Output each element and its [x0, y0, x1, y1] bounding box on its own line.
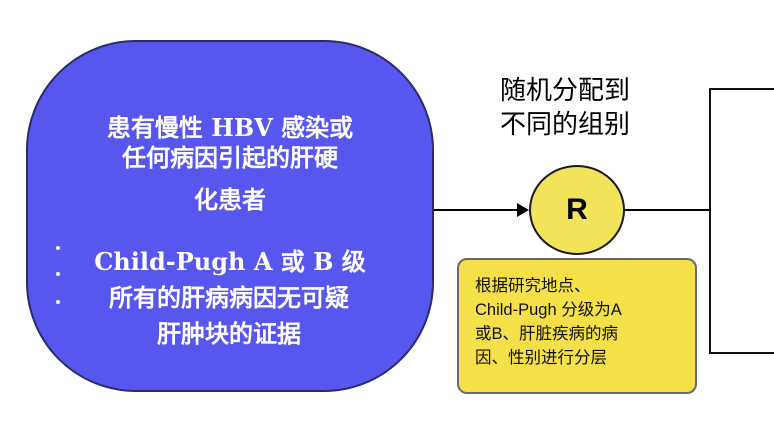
- stratification-box: 根据研究地点、 Child-Pugh 分级为A 或B、肝脏疾病的病 因、性别进行…: [457, 258, 697, 394]
- stratification-line-4: 因、性别进行分层: [475, 349, 607, 367]
- patient-criteria-line-2: 任何病因引起的肝硬: [122, 143, 338, 172]
- group-bracket-top: [709, 88, 774, 90]
- stratification-line-3: 或B、肝脏疾病的病: [475, 325, 619, 343]
- patient-criteria-line-1: 患有慢性 HBV 感染或: [106, 113, 354, 142]
- group-bracket-vertical: [709, 88, 711, 354]
- randomization-node: R: [529, 165, 625, 255]
- connector-line: [434, 209, 518, 211]
- arrow-right-icon: [517, 203, 529, 217]
- group-bracket-bottom: [709, 352, 774, 354]
- bullet-dot: [56, 272, 60, 276]
- randomization-label-line-2: 不同的组别: [499, 110, 630, 140]
- patient-criteria-line-3: 化患者: [194, 185, 266, 214]
- stratification-line-2: Child-Pugh 分级为A: [475, 301, 622, 319]
- randomization-node-label: R: [566, 193, 588, 226]
- connector-line: [625, 209, 709, 211]
- patient-population-node: [26, 40, 434, 392]
- patient-criteria-line-6: 肝肿块的证据: [157, 319, 301, 348]
- patient-criteria-line-4: Child-Pugh A 或 B 级: [94, 247, 366, 276]
- bullet-dot: [56, 246, 60, 250]
- patient-criteria-line-5: 所有的肝病病因无可疑: [109, 283, 349, 312]
- bullet-dot: [56, 300, 60, 304]
- randomization-label-line-1: 随机分配到: [499, 76, 630, 106]
- stratification-line-1: 根据研究地点、: [475, 277, 591, 295]
